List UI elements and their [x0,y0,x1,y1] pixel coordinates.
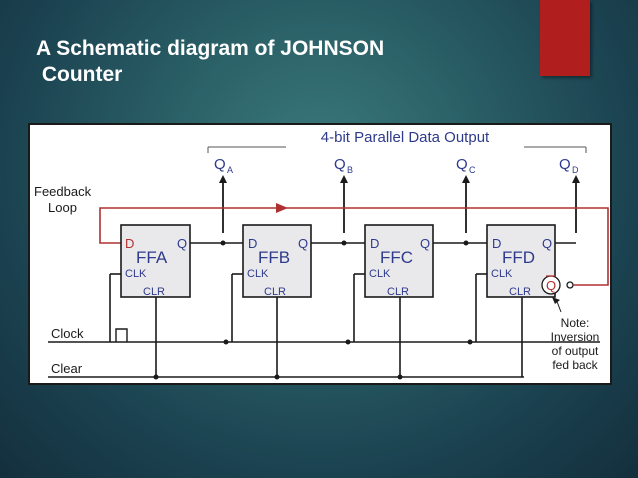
ffa-name: FFA [136,248,168,267]
output-qa-main: Q [214,156,226,173]
output-qb-sub: B [347,165,353,175]
ffa-clk-pin: CLK [125,268,147,280]
ffc-name: FFC [380,248,413,267]
ffb-d-pin: D [248,236,257,251]
note-callout: Note: Inversion of output fed back [551,316,600,372]
diagram-canvas: 4-bit Parallel Data Output Q A Q B Q C Q… [34,129,609,380]
output-qc-main: Q [456,156,468,173]
ffc-d-pin: D [370,236,379,251]
flipflop-ffb: D Q FFB CLK CLR [242,224,312,298]
ffd-name: FFD [502,248,535,267]
output-bracket [207,146,587,153]
slide-title: A Schematic diagram of JOHNSON Counter [36,36,384,88]
output-qd-main: Q [559,156,571,173]
ffd-q-pin: Q [542,236,552,251]
ffa-d-pin: D [125,236,134,251]
qbar-output: Q [541,275,595,295]
johnson-counter-diagram: 4-bit Parallel Data Output Q A Q B Q C Q… [28,123,612,385]
feedback-arrow-icon [276,203,288,213]
accent-bar [540,0,590,76]
output-label-qa: Q A [214,156,233,175]
clock-pulse-icon [115,328,128,342]
output-qb-main: Q [334,156,346,173]
output-label-qd: Q D [559,156,579,175]
ffd-d-pin: D [492,236,501,251]
note-line-3: of output [552,344,599,358]
junction-qa [220,240,226,246]
output-header: 4-bit Parallel Data Output [321,129,490,146]
output-qa-sub: A [227,165,233,175]
feedback-label-line-1: Feedback [34,184,92,199]
note-pointer-arrow-icon [552,297,560,304]
ffb-clk-pin: CLK [247,268,269,280]
note-line-2: Inversion [551,330,600,344]
ffb-name: FFB [258,248,290,267]
ffd-clk-pin: CLK [491,268,513,280]
ffd-clr-pin: CLR [509,286,531,298]
junction-qc [463,240,469,246]
inversion-bubble-icon [566,281,574,289]
ffc-q-pin: Q [420,236,430,251]
flipflop-ffa: D Q FFA CLK CLR [120,224,191,298]
note-line-1: Note: [561,316,590,330]
output-label-qc: Q C [456,156,476,175]
feedback-loop-wire [99,207,609,286]
ffb-q-pin: Q [298,236,308,251]
clock-label: Clock [51,326,84,341]
junction-qb [341,240,347,246]
output-qd-sub: D [572,165,579,175]
slide-title-line-1: A Schematic diagram of JOHNSON [36,37,385,60]
clear-label: Clear [51,361,83,376]
ffb-clr-pin: CLR [264,286,286,298]
feedback-label-line-2: Loop [48,200,77,215]
ffa-q-pin: Q [177,236,187,251]
ffa-clr-pin: CLR [143,286,165,298]
flipflop-ffc: D Q FFC CLK CLR [364,224,434,298]
ffc-clr-pin: CLR [387,286,409,298]
ffc-clk-pin: CLK [369,268,391,280]
output-qc-sub: C [469,165,476,175]
qbar-label: Q [546,278,556,293]
note-line-4: fed back [552,358,598,372]
output-label-qb: Q B [334,156,353,175]
slide-title-line-2: Counter [36,63,123,86]
